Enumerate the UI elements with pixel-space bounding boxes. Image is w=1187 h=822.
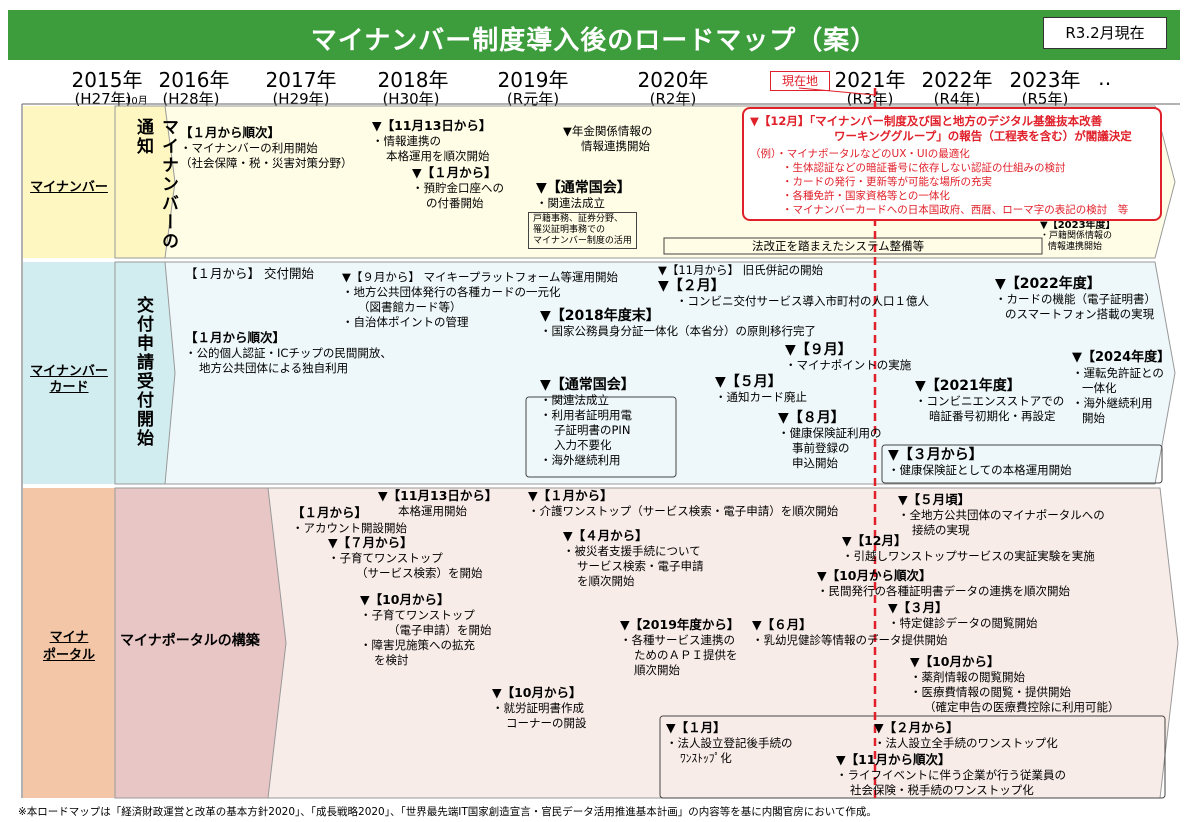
row1-system-bar: 法改正を踏まえたシステム整備等 [752, 239, 925, 253]
row3-event-b: ▼【11月13日から】本格運用開始 [378, 488, 498, 518]
row2-label-bg [23, 262, 115, 484]
row2-event-b: 【１月から順次】・公的個人認証・ICチップの民間開放、地方公共団体による独自利用 [185, 330, 392, 375]
row2-event-g: ▼【９月】・マイナポイントの実施 [785, 342, 912, 372]
date-badge: R3.2月現在 [1043, 17, 1167, 49]
row3-event-e: ▼【10月から】・就労証明書作成コーナーの開設 [492, 685, 587, 730]
row2-event-k: ▼【３月から】・健康保険証としての本格運用開始 [888, 447, 1072, 477]
row3-phase-arrow [114, 487, 287, 799]
row1-event-c: ▼【１月から】・預貯金口座へのの付番開始 [412, 165, 504, 210]
row2-event-j: ▼【2021年度】 ・コンビニエンスストアでの暗証番号初期化・再設定 [915, 378, 1065, 423]
year-2019: 2019年 [497, 68, 569, 92]
row3-label-bg [23, 488, 115, 798]
row1-event-b: ▼【11月13日から】・情報連携の本格運用を順次開始 [372, 118, 492, 163]
row3-event-l: ▼【10月から順次】・民間発行の各種証明書データの連携を順次開始 [817, 568, 1070, 598]
row3-label-2: ポータル [42, 648, 95, 663]
row3-event-d: ▼【10月から】・子育てワンストップ（電子申請）を開始・障害児施策への拡充を検討 [360, 592, 492, 667]
row1-event-d: ▼年金関係情報の情報連携開始 [563, 124, 653, 153]
row3-event-f: ▼【１月から】・介護ワンストップ（サービス検索・電子申請）を順次開始 [528, 488, 839, 518]
row2-event-l: ▼【2022年度】 ・カードの機能（電子証明書）のスマートフォン搭載の実現 [995, 276, 1156, 321]
row3-event-o: ▼【１月】・法人設立登記後手続のﾜﾝｽﾄｯﾌﾟ化 [666, 720, 793, 765]
year-2016: 2016年 [158, 68, 230, 92]
row2-label-2: カード [49, 380, 89, 395]
row1-event-g: ▼【2023年度】・戸籍関係情報の情報連携開始 [1040, 220, 1116, 252]
row1-event-e-detail: 戸籍事務、証券分野、罹災証明事務でのマイナンバー制度の活用 [528, 212, 637, 249]
row3-label-1: マイナ [49, 630, 89, 645]
year-2020: 2020年 [637, 68, 709, 92]
page-title: マイナンバー制度導入後のロードマップ（案） [310, 26, 878, 56]
row3-event-h: ▼【2019年度から】・各種サービス連携のためのＡＰＩ提供を順次開始 [620, 617, 740, 677]
row3-event-i: ▼【６月】・乳幼児健診等情報のデータ提供開始 [752, 617, 948, 647]
year-2018: 2018年 [377, 68, 449, 92]
row3-event-p: ▼【２月から】・法人設立全手続のワンストップ化 [874, 720, 1058, 750]
row1-label: マイナンバー [30, 180, 108, 195]
year-2023: 2023年 [1009, 68, 1081, 92]
year-2022: 2022年 [921, 68, 993, 92]
row1-label-bg [23, 106, 115, 258]
row3-phase: マイナポータルの構築 [120, 633, 260, 649]
month-marker: 10月 [125, 96, 148, 107]
row3-event-c: ▼【７月から】・子育てワンストップ（サービス検索）を開始 [328, 535, 483, 580]
footnote: ※本ロードマップは「経済財政運営と改革の基本方針2020」、「成長戦略2020」… [18, 806, 877, 818]
row2-label-1: マイナンバー [30, 364, 108, 379]
row2-event-c: ▼【９月から】 マイキープラットフォーム等運用開始・地方公共団体発行の各種カード… [342, 270, 618, 329]
row3-event-n: ▼【10月から】・薬剤情報の閲覧開始・医療費情報の閲覧・提供開始（確定申告の医療… [910, 654, 1120, 714]
current-position-label: 現在地 [770, 71, 830, 91]
row2-event-a: 【１月から】 交付開始 [185, 266, 314, 281]
row3-event-k: ▼【12月】・引越しワンストップサービスの実証実験を実施 [842, 533, 1095, 563]
row2-event-d: ▼【2018年度末】・国家公務員身分証一体化（本省分）の原則移行完了 [540, 308, 816, 338]
row3-event-a: 【１月から】・アカウント開設開始 [292, 505, 407, 535]
row2-event-m: ▼【2024年度】 ・運転免許証との一体化・海外継続利用開始 [1072, 350, 1171, 425]
wg-report-callout: ▼【12月】「マイナンバー制度及び国と地方のデジタル基盤抜本改善 ワーキンググル… [742, 107, 1162, 221]
row3-event-g: ▼【４月から】・被災者支援手続についてサービス検索・電子申請を順次開始 [563, 528, 704, 588]
row2-event-i: ▼【８月】 ・健康保険証利用の事前登録の申込開始 [778, 410, 882, 470]
row1-event-a: 【１月から順次】・マイナンバーの利用開始（社会保障・税・災害対策分野） [180, 125, 353, 170]
row2-phase-arrow [114, 261, 176, 485]
row2-event-h: ▼【５月】・通知カード廃止 [715, 374, 807, 404]
row3-event-q: ▼【11月から順次】・ライフイベントに伴う企業が行う従業員の社会保険・税手続のワ… [836, 752, 1066, 797]
row1-phase: マイナンバーの通知 [133, 118, 178, 251]
row1-phase-arrow [114, 105, 176, 259]
row2-phase: 交付申請受付開始 [133, 296, 153, 448]
year-2021: 2021年 [834, 68, 906, 92]
row3-event-m: ▼【３月】・特定健診データの閲覧開始 [888, 600, 1038, 630]
year-2015: 2015年 [71, 68, 143, 92]
row3-event-j: ▼【５月頃】・全地方公共団体のマイナポータルへの接続の実現 [898, 492, 1105, 537]
row1-event-e: ▼【通常国会】・関連法成立 [536, 180, 631, 210]
title-bar: マイナンバー制度導入後のロードマップ（案） [8, 10, 1180, 60]
row2-event-f: ▼【11月から】 旧氏併記の開始 ▼【２月】 ・コンビニ交付サービス導入市町村の… [658, 263, 929, 308]
continuation-mark: ‥ [1098, 66, 1112, 90]
year-2017: 2017年 [265, 68, 337, 92]
